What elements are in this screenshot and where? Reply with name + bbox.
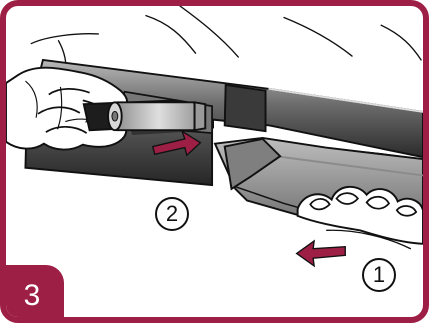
- step-marker-1: 1: [362, 258, 396, 292]
- step-marker-1-label: 1: [373, 264, 385, 286]
- shotgun-loading-illustration: [6, 6, 423, 317]
- shotgun-shell: [84, 100, 206, 130]
- step-marker-2: 2: [155, 197, 189, 231]
- step-badge: 3: [0, 265, 64, 323]
- step-number: 3: [24, 281, 41, 311]
- step-marker-2-label: 2: [166, 203, 178, 225]
